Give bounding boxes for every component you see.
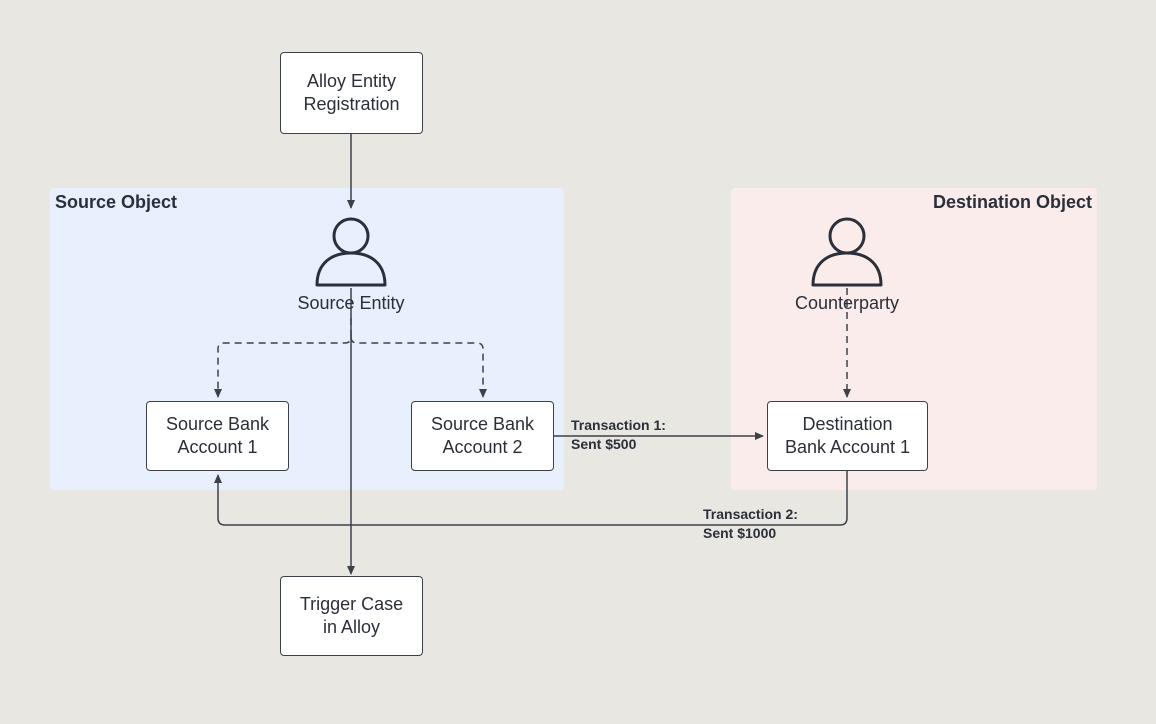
source-entity-person-icon	[315, 217, 387, 287]
source-bank-account-2-node[interactable]: Source Bank Account 2	[411, 401, 554, 471]
source-object-title: Source Object	[55, 192, 178, 212]
transaction-2-label: Transaction 2: Sent $1000	[703, 506, 798, 541]
transaction-1-label: Transaction 1: Sent $500	[571, 417, 666, 452]
source-bank-account-1-node[interactable]: Source Bank Account 1	[146, 401, 289, 471]
counterparty-label: Counterparty	[794, 293, 900, 313]
destination-object-title: Destination Object	[932, 192, 1092, 212]
counterparty-person-icon	[811, 217, 883, 287]
edge-entity-to-bank-2	[350, 336, 487, 398]
source-entity-label: Source Entity	[297, 293, 405, 313]
edge-transaction-2	[214, 471, 848, 526]
edge-entity-to-bank-1	[214, 318, 352, 398]
trigger-case-node[interactable]: Trigger Case in Alloy	[280, 576, 423, 656]
destination-bank-account-1-node[interactable]: Destination Bank Account 1	[767, 401, 928, 471]
alloy-entity-registration-node[interactable]: Alloy Entity Registration	[280, 52, 423, 134]
